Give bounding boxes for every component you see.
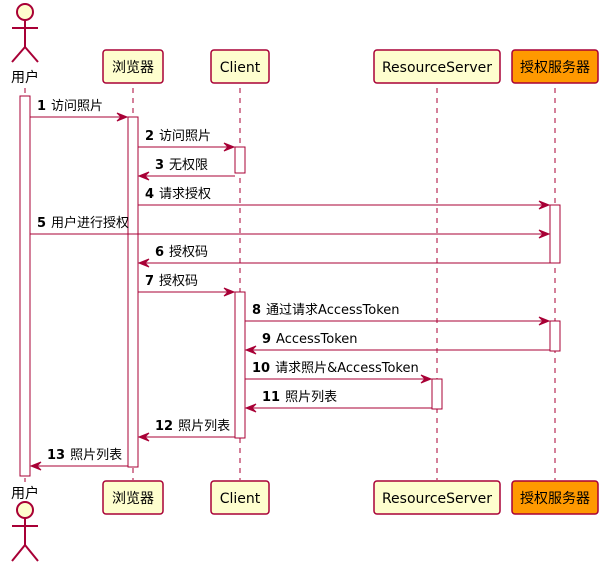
message-number: 4 [145,187,154,202]
participant-label: 浏览器 [112,491,154,507]
message-7: 7 授权码 [138,273,236,297]
actor-body [11,20,39,63]
message-number: 1 [37,99,46,114]
message-label: 授权码 [159,273,198,289]
message-label: 访问照片 [159,129,211,144]
message-number: 7 [145,274,154,289]
message-label: 请求照片&AccessToken [275,361,419,376]
actor-head [16,501,34,519]
activation-user [19,95,31,477]
participant-label: ResourceServer [382,491,492,507]
participant-browser-top: 浏览器 [102,49,164,84]
participant-label: Client [220,60,261,76]
message-label: 用户进行授权 [51,215,129,231]
message-3: 3 无权限 [137,157,235,181]
message-1: 1 访问照片 [30,99,129,122]
message-13: 13 照片列表 [29,448,128,471]
participant-label: 授权服务器 [520,491,590,507]
actor-head [16,3,34,21]
message-label: 照片列表 [285,390,337,405]
message-11: 11 照片列表 [244,390,432,413]
message-label: 照片列表 [178,419,230,434]
message-12: 12 照片列表 [137,419,235,442]
actor-top: 用户 [11,3,39,86]
message-6: 6 授权码 [137,244,550,268]
message-10: 10 请求照片&AccessToken [245,361,433,384]
message-number: 3 [155,158,164,173]
actor-label-top: 用户 [11,69,39,86]
activation-browser [127,116,139,468]
message-number: 12 [155,419,173,434]
participant-auth-bottom: 授权服务器 [511,480,599,515]
message-4: 4 请求授权 [138,186,551,210]
message-2: 2 访问照片 [138,129,236,152]
message-5: 5 用户进行授权 [30,215,551,239]
actor-label-bottom: 用户 [11,485,39,502]
message-label: 通过请求AccessToken [266,303,400,318]
participant-auth-top: 授权服务器 [511,49,599,84]
activation-auth-1 [549,204,561,264]
participant-label: ResourceServer [382,60,492,76]
participant-client-top: Client [210,49,270,84]
participant-resource-bottom: ResourceServer [373,480,501,515]
message-label: 照片列表 [70,448,122,463]
message-label: 访问照片 [51,99,103,114]
message-8: 8 通过请求AccessToken [245,303,551,326]
message-number: 6 [155,245,164,260]
activation-resource [431,378,443,410]
actor-body [11,518,39,562]
participant-label: 授权服务器 [520,60,590,76]
message-label: 无权限 [169,157,208,173]
message-number: 9 [262,332,271,347]
message-number: 5 [37,216,46,231]
participant-label: Client [220,491,261,507]
message-label: 授权码 [169,244,208,260]
participant-browser-bottom: 浏览器 [102,480,164,515]
participant-resource-top: ResourceServer [373,49,501,84]
message-9: 9 AccessToken [244,332,550,355]
activation-auth-2 [549,320,561,352]
message-label: 请求授权 [159,186,211,202]
participant-client-bottom: Client [210,480,270,515]
message-label: AccessToken [276,332,358,347]
message-number: 11 [262,390,280,405]
actor-bottom: 用户 [11,485,39,562]
activation-client-1 [234,146,246,174]
participant-label: 浏览器 [112,60,154,76]
message-number: 13 [47,448,65,463]
message-number: 2 [145,129,154,144]
message-number: 10 [252,361,270,376]
activation-client-2 [234,291,246,439]
message-number: 8 [252,303,261,318]
